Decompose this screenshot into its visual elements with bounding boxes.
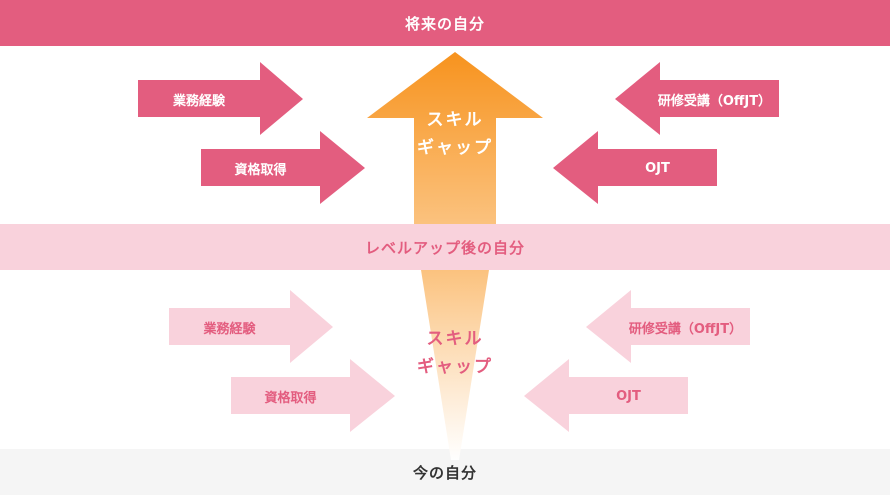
upper-qualification-arrow [201,131,365,204]
lower-qualification-arrow [231,359,395,432]
upper-offjt-arrow [615,62,779,135]
lower-offjt-label: 研修受講（OffJT） [628,321,743,337]
lower-skill-gap-arrow [421,270,489,460]
upper-ojt-arrow [553,131,717,204]
upper-ojt-label: OJT [645,160,670,176]
levelup-self-label: レベルアップ後の自分 [364,238,525,257]
future-self-band: 将来の自分 [0,0,890,46]
upper-skill-gap-line2: ギャップ [417,138,493,158]
future-self-label: 将来の自分 [404,14,485,33]
lower-ojt-label: OJT [616,388,641,404]
lower-qualification-label: 資格取得 [264,390,317,406]
upper-skill-gap-line1: スキル [426,110,484,130]
lower-skill-gap-text: スキル ギャップ [395,325,515,381]
current-self-label: 今の自分 [412,463,477,482]
levelup-self-band: レベルアップ後の自分 [0,224,890,270]
lower-skill-gap-line2: ギャップ [417,357,493,377]
upper-skill-gap-text: スキル ギャップ [395,106,515,162]
lower-ojt-arrow [524,359,688,432]
upper-work-experience-arrow [138,62,303,135]
upper-skill-gap-arrow [367,52,543,224]
lower-skill-gap-line1: スキル [426,329,484,349]
lower-work-experience-arrow [169,290,333,363]
upper-qualification-label: 資格取得 [234,162,287,178]
upper-work-experience-label: 業務経験 [172,93,225,109]
lower-work-experience-label: 業務経験 [203,321,256,337]
upper-offjt-label: 研修受講（OffJT） [657,93,772,109]
current-self-band: 今の自分 [0,449,890,495]
lower-offjt-arrow [586,290,750,363]
